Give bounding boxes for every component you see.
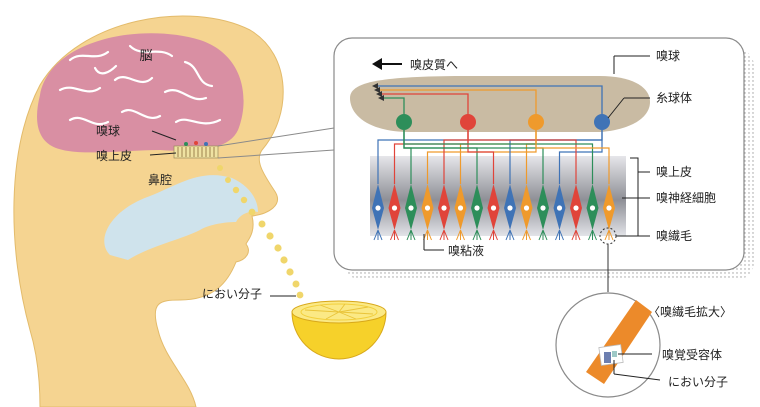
- neuron-cilium: [373, 229, 379, 241]
- neuron-cilium: [460, 229, 465, 241]
- glomerulus-orange: [528, 114, 544, 130]
- neuron-cilium: [522, 229, 527, 241]
- neuron-cilium: [505, 229, 511, 241]
- glomerulus-blue: [594, 114, 610, 130]
- neuron-layer: [372, 130, 615, 241]
- neuron-cilium: [476, 229, 482, 241]
- label-olfactory-bulb-zoom: 嗅球: [656, 49, 680, 63]
- neuron-cilium: [377, 229, 383, 241]
- head-illustration: 脳 嗅球 嗅上皮 鼻腔: [13, 15, 387, 407]
- neuron-nucleus: [408, 205, 414, 211]
- neuron-cilium: [394, 229, 399, 241]
- nasal-passage: [104, 175, 258, 260]
- neuron-nucleus: [424, 205, 431, 211]
- glomerulus-green: [396, 114, 412, 130]
- neuron-cilium: [439, 229, 445, 241]
- neuron-cilium: [526, 229, 531, 241]
- neuron-cilium: [489, 229, 494, 241]
- neuron-nucleus: [573, 205, 579, 211]
- neuron-cilium: [472, 229, 478, 241]
- axon-lines: [378, 85, 603, 122]
- epithelium-miniature: [173, 145, 219, 159]
- label-olfactory-epithelium-zoom: 嗅上皮: [656, 165, 692, 179]
- receptor-protein: [604, 352, 611, 363]
- label-nasal-cavity: 鼻腔: [148, 172, 172, 187]
- leader-olfactory-epithelium: [149, 152, 177, 156]
- label-olfactory-epithelium: 嗅上皮: [96, 149, 132, 163]
- neuron-cilium: [592, 229, 597, 241]
- neuron-axon: [558, 130, 603, 184]
- label-odor-molecule-zoom: におい分子: [668, 375, 728, 389]
- neuron-nucleus: [490, 205, 497, 211]
- neuron-axon: [535, 130, 610, 184]
- label-cilia-enlarged: 〈嗅繊毛拡大〉: [648, 305, 732, 319]
- label-olfactory-cilia: 嗅繊毛: [656, 229, 692, 243]
- label-olfactory-bulb: 嗅球: [96, 124, 120, 138]
- neuron-nucleus: [507, 205, 513, 211]
- arrow-to-cortex: [372, 58, 402, 70]
- label-olfactory-neuron: 嗅神経細胞: [656, 191, 716, 205]
- neuron-cilium: [555, 229, 560, 241]
- label-brain: 脳: [139, 49, 152, 64]
- neuron-nucleus: [589, 205, 596, 211]
- label-olfactory-receptor: 嗅覚受容体: [662, 347, 722, 362]
- neuron-cilium: [427, 229, 432, 241]
- odor-molecule-bound: [612, 351, 617, 357]
- neuron-cilium: [390, 229, 395, 241]
- neuron-axon: [403, 130, 594, 184]
- neuron-cilium: [509, 229, 515, 241]
- neuron-nucleus: [523, 205, 530, 211]
- neuron-nucleus: [556, 205, 563, 211]
- label-olfactory-mucus: 嗅粘液: [448, 243, 484, 258]
- neuron-nucleus: [441, 205, 447, 211]
- neuron-cilium: [443, 229, 449, 241]
- brain: [37, 33, 244, 153]
- neuron-nucleus: [474, 205, 480, 211]
- neuron-cilium: [542, 229, 548, 241]
- neuron-cilium: [559, 229, 564, 241]
- neuron-nucleus: [375, 205, 381, 211]
- neuron-cilium: [608, 229, 614, 241]
- neuron-nucleus: [391, 205, 398, 211]
- neuron-cilium: [406, 229, 412, 241]
- label-glomerulus: 糸球体: [656, 91, 692, 105]
- leader-olfactory-bulb: [151, 130, 177, 141]
- zoom-connector: [217, 127, 335, 159]
- neuron-nucleus: [457, 205, 464, 211]
- lemon: [291, 300, 387, 360]
- neuron-cilium: [456, 229, 461, 241]
- neuron-cilium: [538, 229, 544, 241]
- neuron-cilium: [493, 229, 498, 241]
- odor-molecule-trail: [217, 165, 304, 299]
- neuron-cilium: [571, 229, 577, 241]
- glomerulus-red: [460, 114, 476, 130]
- neuron-cilium: [410, 229, 416, 241]
- neuron-axon: [467, 130, 577, 184]
- brain-folds: [58, 44, 222, 126]
- neuron-axon: [467, 130, 495, 184]
- cilia-enlarged-inset: 〈嗅繊毛拡大〉 嗅覚受容体 におい分子: [555, 244, 732, 398]
- label-odor-molecule: におい分子: [202, 287, 262, 301]
- zoom-panel: 嗅皮質へ 嗅球 糸球体: [333, 37, 754, 280]
- neuron-cilium: [575, 229, 581, 241]
- neuron-nucleus: [540, 205, 546, 211]
- label-to-olfactory-cortex: 嗅皮質へ: [410, 57, 458, 72]
- neuron-nucleus: [606, 205, 612, 211]
- neuron-cilium: [588, 229, 593, 241]
- neuron-cilium: [604, 229, 610, 241]
